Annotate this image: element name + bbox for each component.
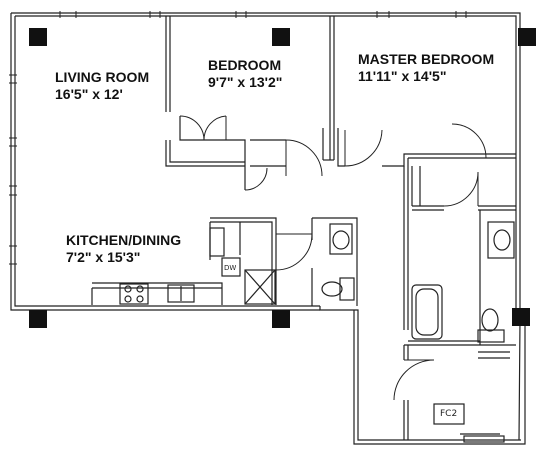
column	[518, 28, 536, 46]
master-bath-sink	[487, 221, 515, 259]
room-name: KITCHEN/DINING	[66, 232, 182, 248]
room-dimensions: 7'2" x 15'3"	[66, 249, 141, 265]
column	[272, 28, 290, 46]
master-bath-toilet	[477, 308, 510, 359]
fan-coil-unit	[433, 403, 505, 443]
column	[272, 310, 290, 328]
room-label-bedroom: BEDROOM 9'7" x 13'2"	[208, 57, 282, 91]
dishwasher-label: DW	[224, 264, 237, 272]
shower-stall	[244, 269, 276, 305]
fan-coil-label: FC2	[440, 409, 458, 419]
room-label-kitchen: KITCHEN/DINING 7'2" x 15'3"	[66, 232, 181, 266]
interior-walls	[165, 16, 516, 440]
room-name: LIVING ROOM	[55, 69, 150, 85]
room-name: BEDROOM	[208, 57, 282, 73]
room-dimensions: 11'11" x 14'5"	[358, 68, 447, 84]
column	[512, 308, 530, 326]
room-dimensions: 16'5" x 12'	[55, 86, 123, 102]
kitchen-sink	[167, 284, 195, 303]
hall-bath-toilet	[321, 277, 355, 301]
hall-bath-sink	[329, 223, 353, 255]
column	[29, 28, 47, 46]
room-dimensions: 9'7" x 13'2"	[208, 74, 283, 90]
bathtub	[411, 284, 443, 340]
room-name: MASTER BEDROOM	[358, 51, 495, 67]
exterior-wall	[10, 12, 526, 445]
room-label-living: LIVING ROOM 16'5" x 12'	[55, 69, 149, 103]
kitchen-counter	[91, 227, 241, 305]
door-swings	[179, 115, 487, 401]
stove	[119, 283, 149, 305]
room-label-master: MASTER BEDROOM 11'11" x 14'5"	[358, 51, 494, 85]
column	[29, 310, 47, 328]
window-marks	[9, 11, 467, 265]
structural-columns	[29, 28, 536, 328]
